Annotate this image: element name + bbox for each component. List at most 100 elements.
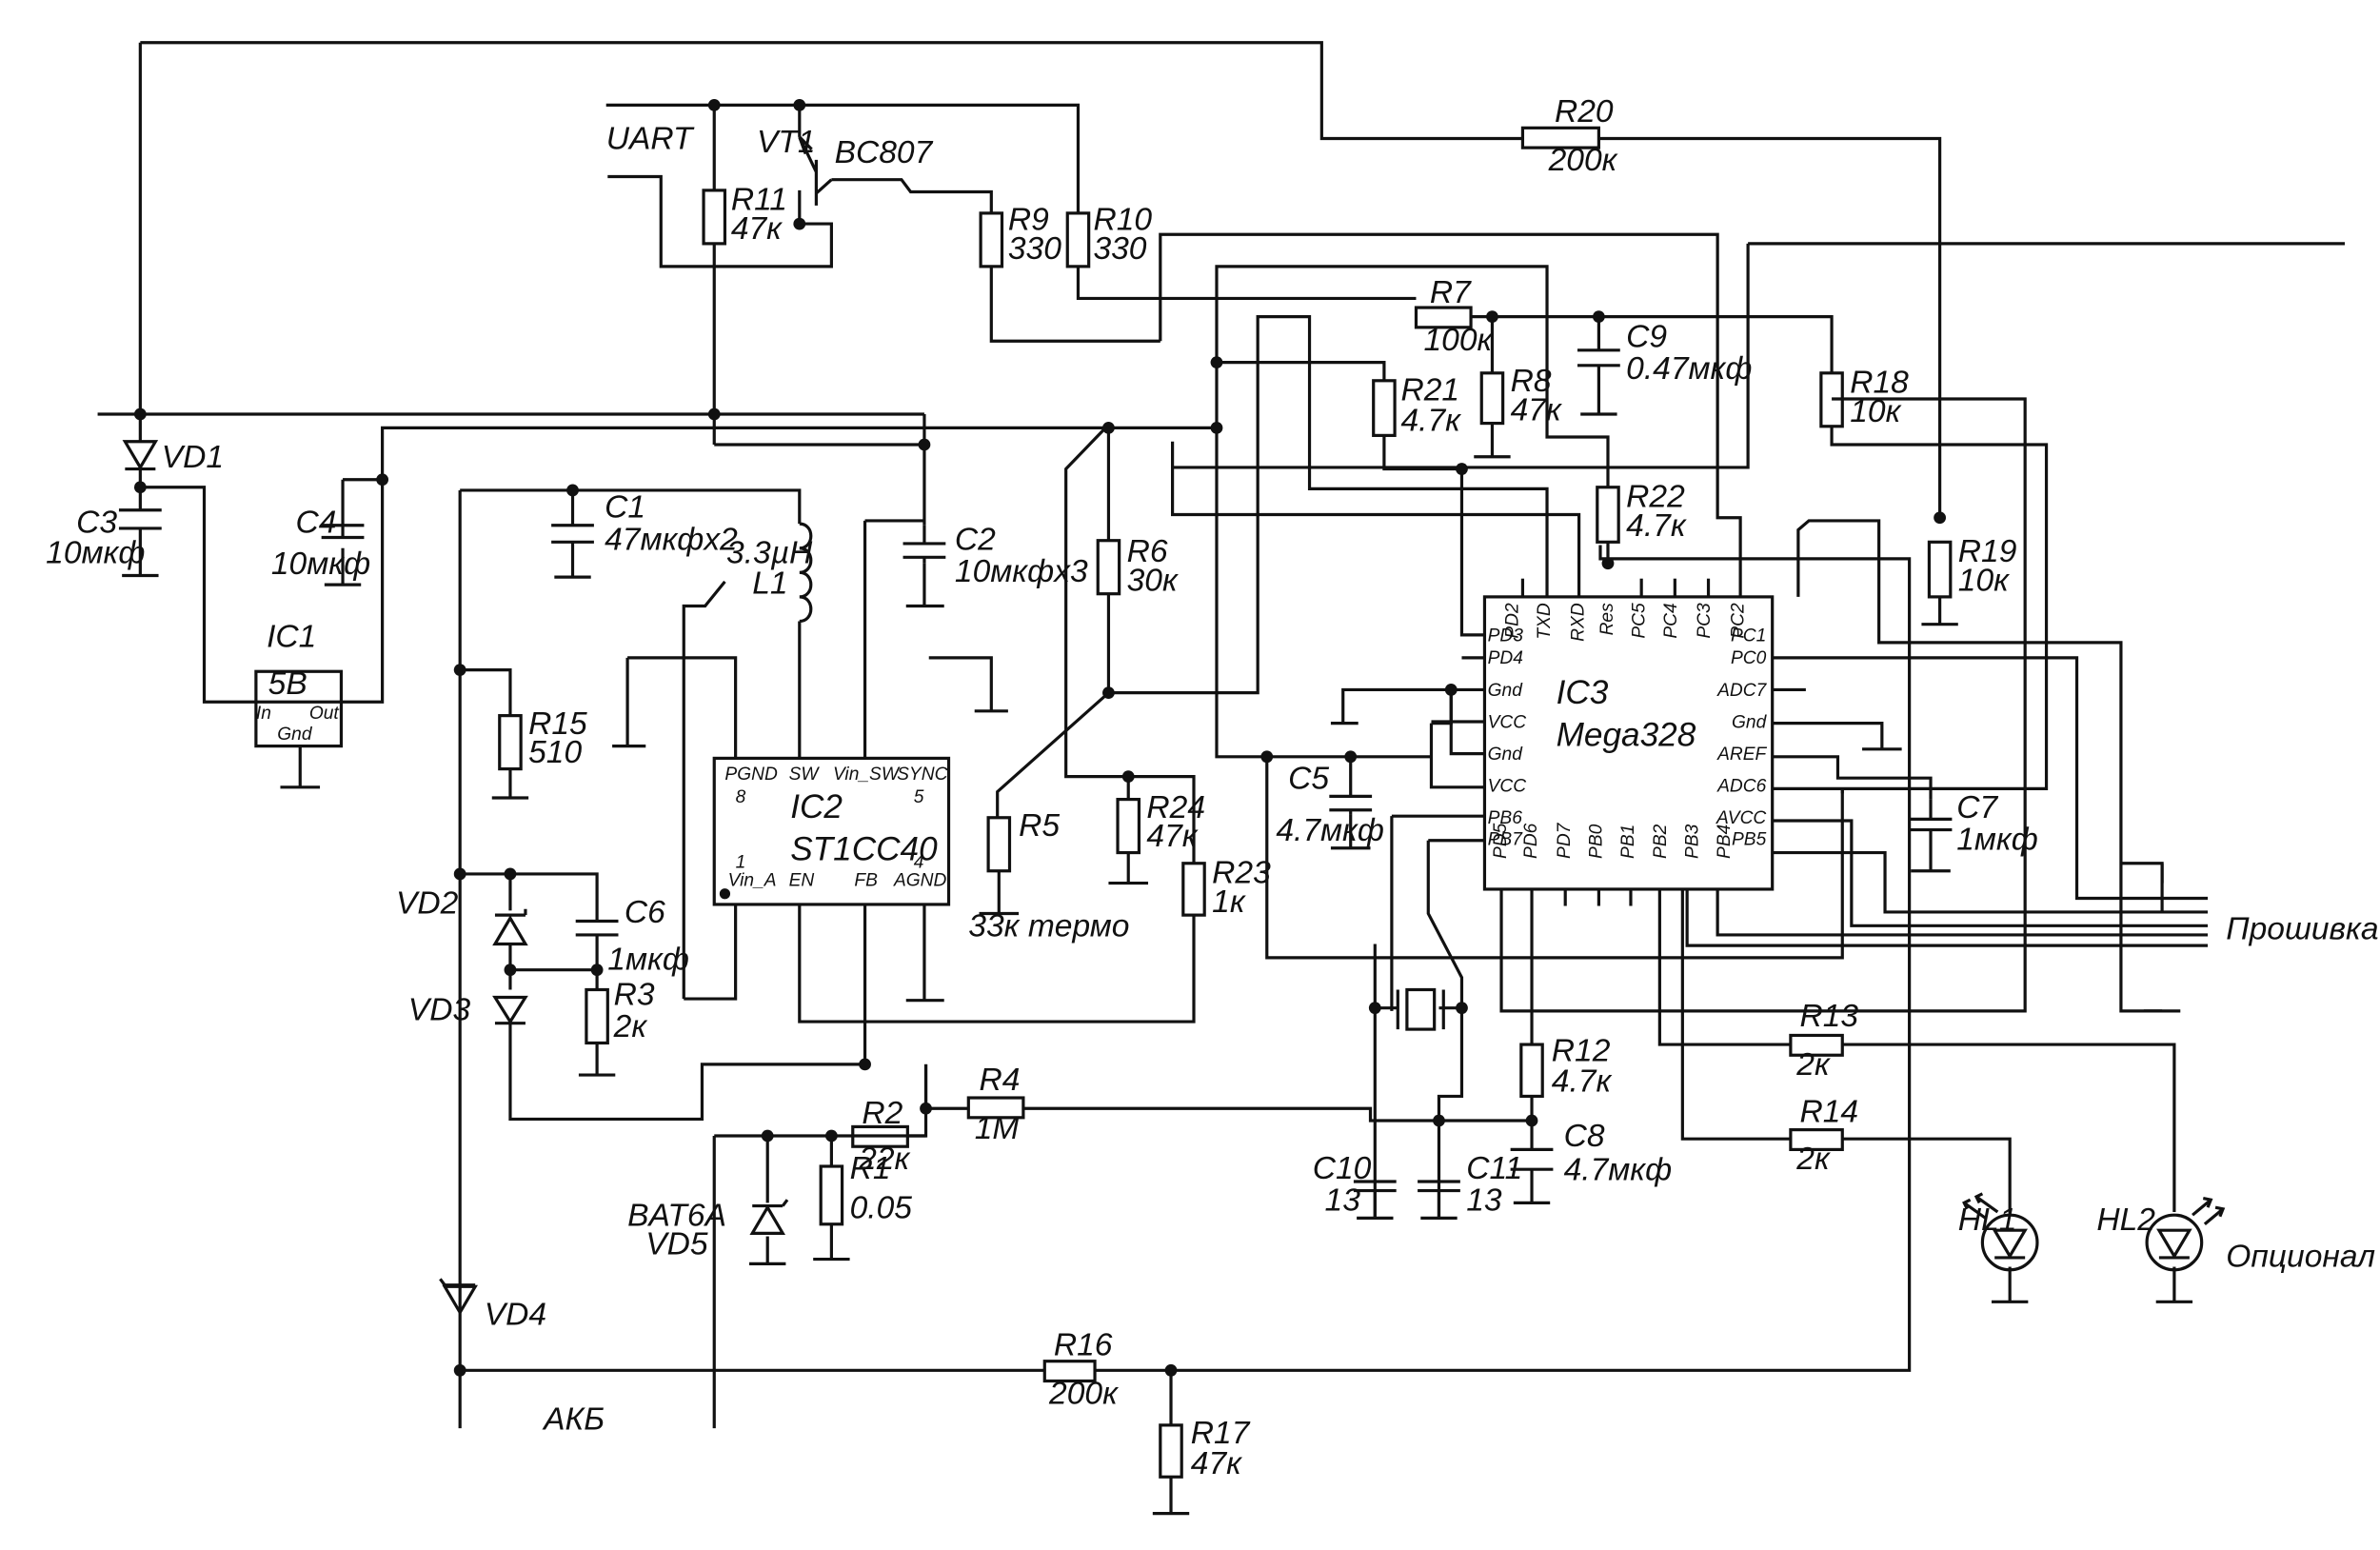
svg-text:10к: 10к (1958, 563, 2010, 598)
ic3-pin-bottom-1: PD6 (1521, 823, 1541, 859)
svg-text:4.7к: 4.7к (1626, 508, 1687, 544)
ic1-regulator: IC1 5В In Out Gnd (256, 620, 340, 745)
ic3-pin-bottom-0: PD5 (1491, 823, 1511, 859)
svg-text:C10: C10 (1313, 1151, 1372, 1186)
svg-text:C2: C2 (955, 522, 996, 557)
svg-text:R13: R13 (1799, 999, 1858, 1034)
svg-text:C5: C5 (1288, 761, 1329, 796)
optional-label: Опционал (2226, 1240, 2375, 1275)
svg-text:In: In (256, 704, 271, 724)
svg-text:HL1: HL1 (1958, 1202, 2017, 1238)
svg-text:R5: R5 (1019, 808, 1060, 844)
capacitors (118, 348, 1953, 1219)
svg-text:330: 330 (1008, 231, 1061, 267)
svg-text:Out: Out (309, 704, 340, 724)
svg-text:R3: R3 (614, 977, 655, 1012)
diodes (122, 440, 2226, 1316)
junction-dots (133, 98, 1947, 1377)
svg-text:R18: R18 (1850, 366, 1909, 401)
svg-text:FB: FB (854, 871, 878, 891)
svg-text:AGND: AGND (893, 871, 947, 891)
svg-text:30к: 30к (1127, 563, 1179, 598)
svg-text:C7: C7 (1956, 790, 1998, 825)
ic3-pin-left-4: Gnd (1488, 745, 1524, 765)
svg-text:1мкф: 1мкф (607, 943, 689, 978)
svg-text:EN: EN (789, 871, 815, 891)
ic3-pin-top-7: PC2 (1728, 603, 1748, 639)
ic3-pin-left-2: Gnd (1488, 681, 1524, 701)
ic3-pin-right-3: Gnd (1732, 712, 1768, 732)
svg-text:VD2: VD2 (396, 886, 459, 922)
svg-text:R21: R21 (1400, 373, 1459, 408)
svg-text:VD3: VD3 (408, 992, 471, 1027)
svg-text:VD1: VD1 (162, 440, 224, 475)
svg-text:SW: SW (789, 765, 821, 785)
ic3-pin-bottom-5: PB2 (1651, 824, 1671, 859)
svg-text:L1: L1 (752, 566, 787, 602)
svg-text:100к: 100к (1423, 323, 1493, 358)
ic3-pin-right-4: AREF (1716, 745, 1767, 765)
svg-text:Mega328: Mega328 (1557, 717, 1696, 754)
svg-text:VT1: VT1 (757, 125, 816, 160)
svg-text:R9: R9 (1008, 202, 1049, 237)
svg-text:4.7к: 4.7к (1552, 1064, 1613, 1100)
svg-text:0.05: 0.05 (850, 1190, 913, 1225)
svg-text:4.7мкф: 4.7мкф (1564, 1152, 1673, 1187)
svg-text:R6: R6 (1127, 534, 1168, 569)
ic3-pin-bottom-3: PB0 (1587, 824, 1607, 859)
svg-text:330: 330 (1093, 231, 1146, 267)
ic3-pin-bottom-4: PB1 (1618, 825, 1638, 859)
svg-text:10мкфх3: 10мкфх3 (955, 554, 1088, 589)
wires (97, 41, 2346, 1514)
svg-text:3.3µH: 3.3µH (726, 536, 813, 571)
ic3-pin-top-4: PC5 (1629, 603, 1649, 639)
ic3-pin-left-5: VCC (1488, 777, 1527, 797)
svg-text:HL2: HL2 (2096, 1202, 2155, 1238)
svg-text:2к: 2к (1795, 1047, 1831, 1083)
bat6a-label: BAT6A (627, 1198, 726, 1233)
svg-text:1к: 1к (1212, 884, 1246, 920)
vt1-transistor (798, 135, 833, 206)
svg-text:R24: R24 (1146, 790, 1205, 825)
svg-text:R14: R14 (1799, 1095, 1858, 1130)
svg-text:R1: R1 (850, 1151, 891, 1186)
ic3-pin-left-7: PB7 (1488, 830, 1524, 850)
svg-text:R20: R20 (1555, 94, 1614, 129)
ic3-pin-left-6: PB6 (1488, 808, 1523, 828)
ic3-pin-right-2: ADC7 (1716, 681, 1768, 701)
svg-text:IC3: IC3 (1557, 674, 1609, 711)
svg-text:C1: C1 (605, 490, 645, 526)
crystal (1396, 987, 1445, 1031)
ic3-pin-right-0: PC1 (1731, 626, 1766, 646)
svg-text:4: 4 (914, 853, 924, 873)
ic3-pin-top-6: PC3 (1695, 603, 1715, 639)
svg-text:13: 13 (1325, 1182, 1361, 1218)
svg-text:R7: R7 (1430, 275, 1472, 310)
ic-bodies (254, 595, 1775, 906)
ic3-pin-right-1: PC0 (1731, 648, 1767, 668)
ic3-pin-top-3: Res (1597, 603, 1617, 636)
firmware-label: Прошивка (2226, 912, 2378, 947)
ic3-pin-right-6: AVCC (1716, 808, 1766, 828)
svg-text:C4: C4 (295, 506, 336, 541)
svg-text:PGND: PGND (724, 765, 778, 785)
ic3-pin-bottom-6: PB3 (1682, 824, 1702, 859)
svg-text:8: 8 (736, 787, 746, 807)
svg-text:47к: 47к (1191, 1446, 1242, 1481)
ic3-pin-top-5: PC4 (1661, 603, 1681, 638)
svg-text:5В: 5В (268, 666, 307, 702)
svg-text:47мкфх2: 47мкфх2 (605, 522, 738, 557)
svg-text:R8: R8 (1511, 364, 1552, 399)
ic3-pin-bottom-2: PD7 (1555, 822, 1575, 859)
svg-text:10мкф: 10мкф (46, 536, 145, 571)
svg-text:47к: 47к (1511, 392, 1562, 427)
svg-text:R22: R22 (1626, 480, 1685, 515)
resistors (498, 126, 1953, 1479)
svg-text:4.7мкф: 4.7мкф (1276, 813, 1384, 848)
svg-text:13: 13 (1466, 1182, 1502, 1218)
svg-text:R10: R10 (1093, 202, 1152, 237)
svg-text:R23: R23 (1212, 856, 1271, 891)
svg-text:10к: 10к (1850, 394, 1901, 429)
